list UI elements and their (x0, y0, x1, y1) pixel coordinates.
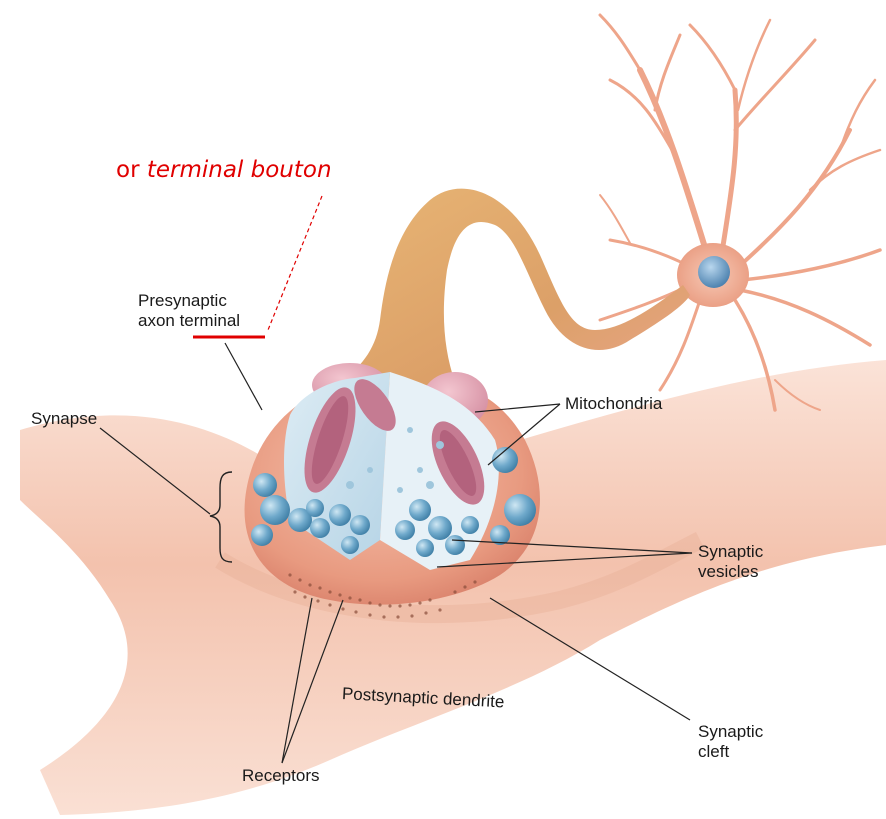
label-synaptic-cleft: Synaptic cleft (698, 722, 763, 762)
label-vesicles-line1: Synaptic (698, 542, 763, 562)
neuron-dendrites (600, 15, 880, 410)
label-cleft-line2: cleft (698, 742, 763, 762)
annotation-dashed-line (268, 196, 322, 330)
label-presynaptic-axon-terminal: Presynaptic axon terminal (138, 291, 240, 331)
neuron-nucleus (698, 256, 730, 288)
label-receptors: Receptors (242, 766, 319, 786)
axon (330, 189, 690, 395)
annotation-italic-term: terminal bouton (147, 157, 332, 183)
label-synapse: Synapse (31, 409, 97, 429)
label-mitochondria: Mitochondria (565, 394, 662, 414)
label-presynaptic-line2: axon terminal (138, 311, 240, 331)
label-presynaptic-line1: Presynaptic (138, 291, 240, 311)
label-cleft-line1: Synaptic (698, 722, 763, 742)
terminal-bouton-annotation: or terminal bouton (116, 157, 332, 183)
annotation-prefix: or (116, 157, 147, 183)
label-vesicles-line2: vesicles (698, 562, 763, 582)
label-synaptic-vesicles: Synaptic vesicles (698, 542, 763, 582)
